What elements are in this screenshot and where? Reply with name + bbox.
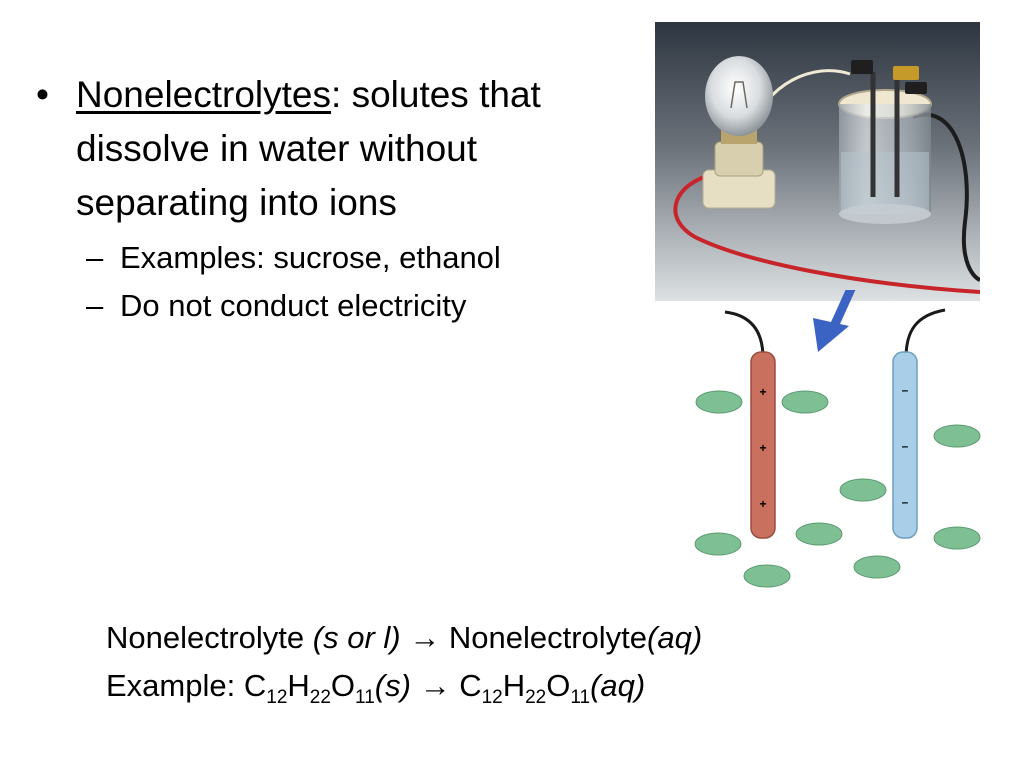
zoom-arrow-icon <box>825 290 856 340</box>
element-c: C <box>459 668 482 703</box>
reaction-arrow: → <box>409 620 441 655</box>
negative-electrode <box>892 351 918 539</box>
subscript: 11 <box>570 687 591 708</box>
molecule <box>694 532 742 556</box>
term-nonelectrolytes: Nonelectrolytes <box>76 74 332 115</box>
eq-right-state: (aq) <box>590 668 646 703</box>
element-c: C <box>243 668 267 703</box>
subscript: 22 <box>525 687 547 708</box>
negative-sign: – <box>902 495 909 509</box>
negative-sign: – <box>902 439 909 453</box>
dash-marker: – <box>86 240 104 275</box>
electrode-diagram: + + + – – – <box>655 290 995 600</box>
eq-right: Nonelectrolyte <box>448 620 648 655</box>
molecule <box>781 390 829 414</box>
element-h: H <box>287 668 310 703</box>
bullet-main-text: : solutes that dissolve in water without… <box>76 74 541 223</box>
element-h: H <box>502 668 526 703</box>
subscript: 11 <box>355 687 375 708</box>
positive-sign: + <box>759 385 766 399</box>
sub-bullet-text: Do not conduct electricity <box>120 288 467 323</box>
conductivity-apparatus-photo <box>655 22 980 301</box>
dash-marker: – <box>86 288 104 323</box>
bullet-marker: • <box>36 74 49 115</box>
bullet-main: • Nonelectrolytes: solutes that dissolve… <box>36 68 576 230</box>
subscript: 22 <box>309 687 331 708</box>
example-equation: Example: C12H22O11(s) → C12H22O11(aq) <box>106 662 702 710</box>
general-equation: Nonelectrolyte (s or l) → Nonelectrolyte… <box>106 614 702 662</box>
positive-electrode <box>750 351 776 539</box>
molecule <box>795 522 843 546</box>
zoom-arrow-icon <box>823 500 883 600</box>
molecule <box>853 555 901 579</box>
molecule <box>695 390 743 414</box>
reaction-arrow: → <box>419 668 451 703</box>
positive-sign: + <box>759 441 766 455</box>
molecule <box>933 424 981 448</box>
subscript: 12 <box>266 687 288 708</box>
eq-left: Nonelectrolyte <box>106 620 305 655</box>
molecule <box>933 526 981 550</box>
eq-left-state: (s) <box>374 668 411 703</box>
subscript: 12 <box>481 687 503 708</box>
eq-right-state: (aq) <box>647 620 703 655</box>
sub-bullet-conductivity: – Do not conduct electricity <box>36 286 576 326</box>
bullet-list: • Nonelectrolytes: solutes that dissolve… <box>36 68 576 326</box>
element-o: O <box>546 668 571 703</box>
negative-sign: – <box>902 383 909 397</box>
molecule <box>839 478 887 502</box>
arrow-head-icon <box>813 318 849 352</box>
element-o: O <box>330 668 356 703</box>
positive-sign: + <box>759 497 766 511</box>
equations: Nonelectrolyte (s or l) → Nonelectrolyte… <box>106 614 702 710</box>
molecule <box>743 564 791 588</box>
sub-bullet-examples: – Examples: sucrose, ethanol <box>36 238 576 278</box>
eq-left-state: (s or l) <box>312 620 401 655</box>
example-label: Example: <box>106 668 236 703</box>
sub-bullet-text: Examples: sucrose, ethanol <box>120 240 501 275</box>
